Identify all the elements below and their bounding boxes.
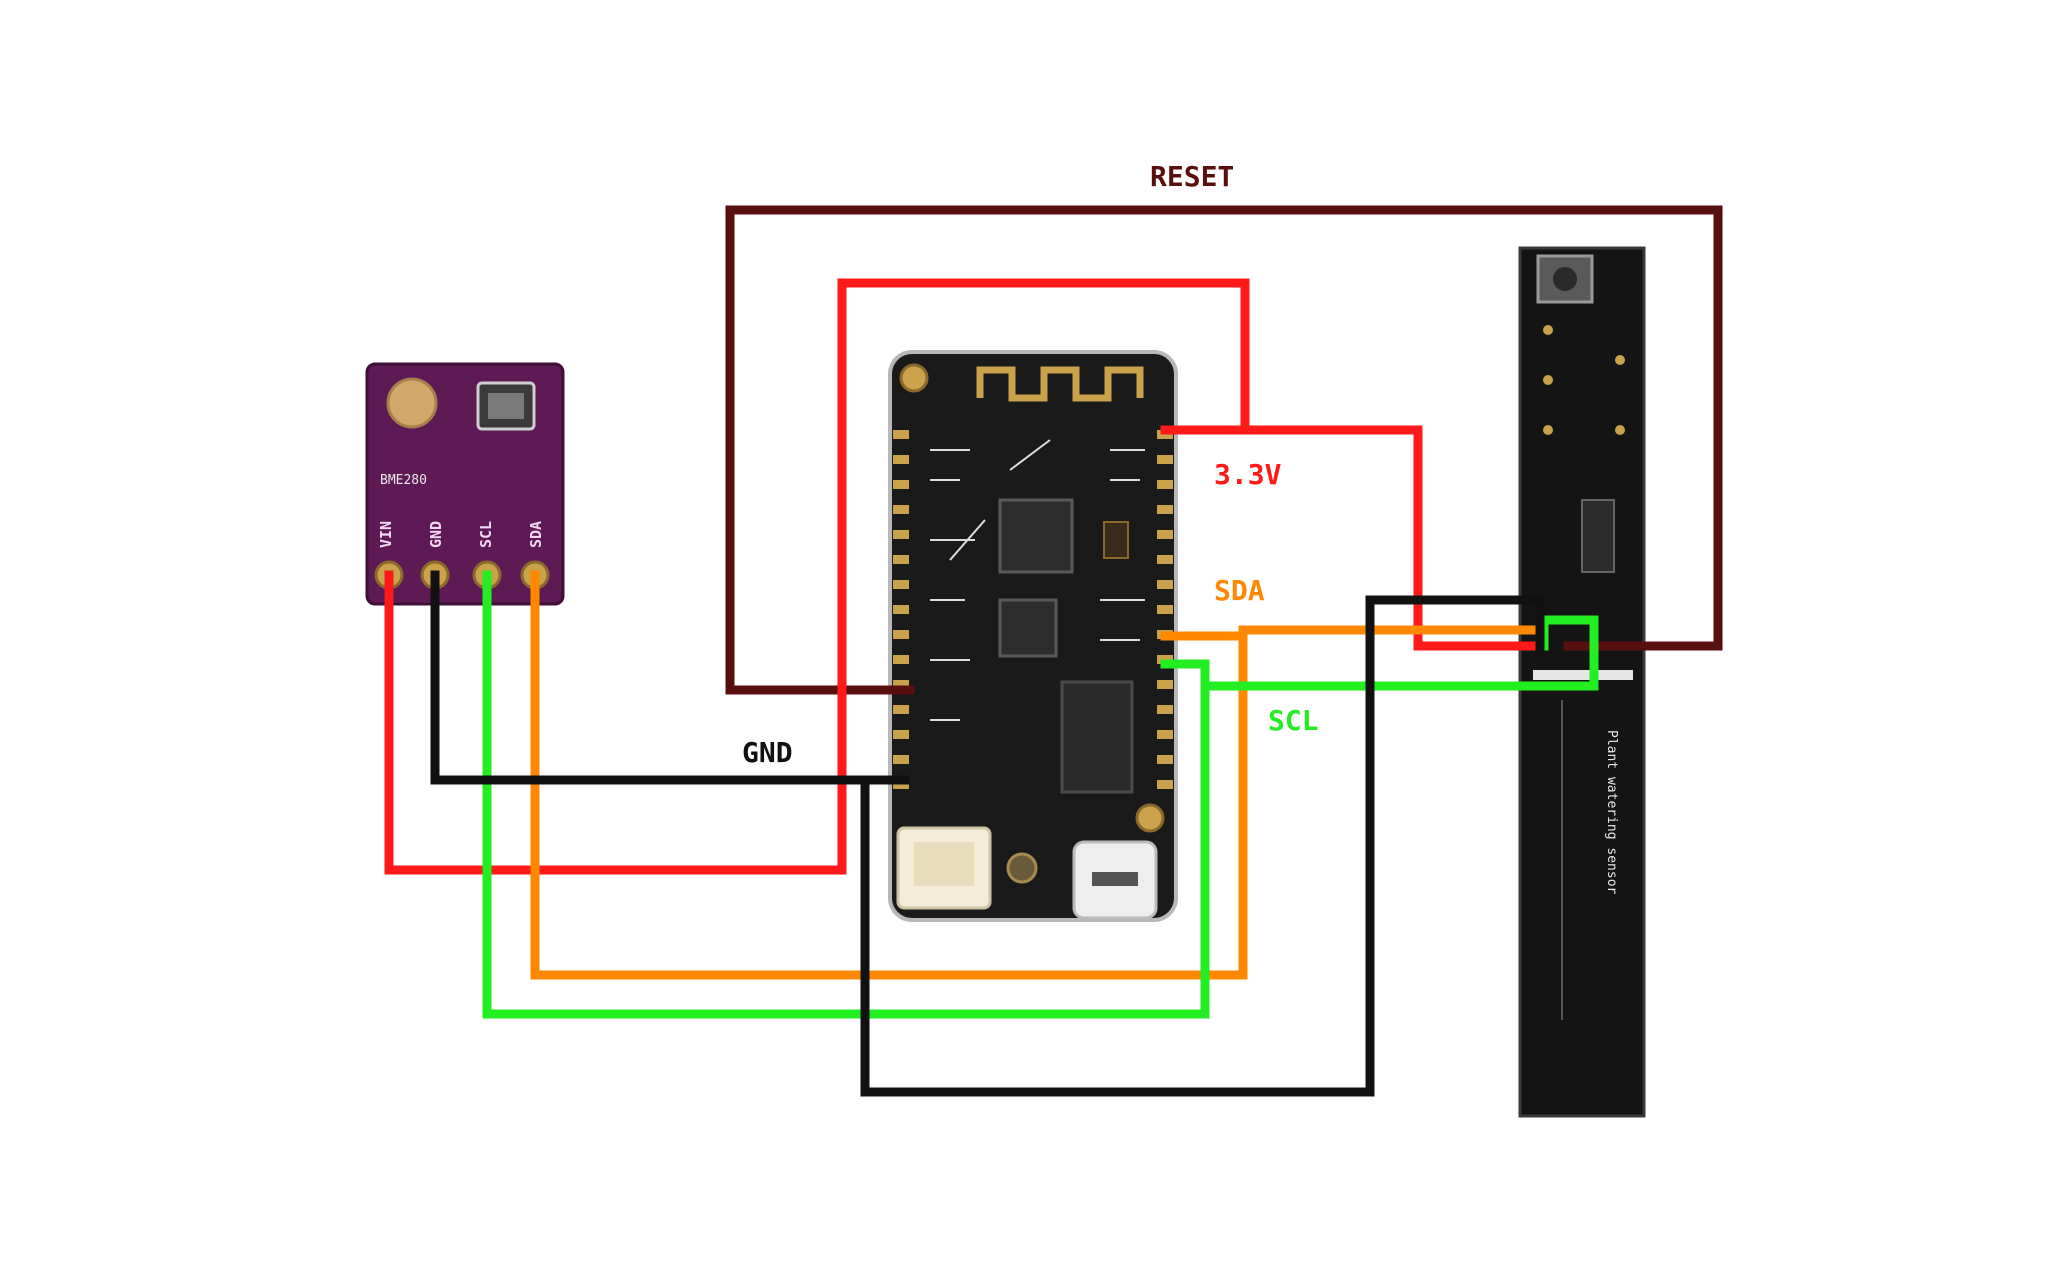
mcu-button [1006,852,1038,884]
sensor-pin-label-gnd: GND [427,521,445,548]
sda-wire [530,570,1545,980]
reset-label: RESET [1150,160,1234,193]
sensor-mounting-hole [386,377,438,429]
power-wire-probe [1160,425,1545,651]
sda-label: SDA [1214,574,1265,607]
power-wire-sensor [384,278,1250,875]
mcu-main-chip [998,498,1074,574]
mcu-left-header [893,430,909,789]
mcu-secondary-chip [998,598,1058,658]
probe-silkscreen: Plant watering sensor [1604,730,1619,895]
usb-serial-chip [1060,680,1134,794]
crystal [1103,521,1129,559]
antenna-trace [976,366,1144,402]
power-label: 3.3V [1214,458,1282,491]
gnd-label: GND [742,736,793,769]
sensor-silkscreen: BME280 [380,473,427,488]
sensor-pin-label-sda: SDA [527,521,545,548]
probe-chip [1581,499,1615,573]
reset-wire [725,205,1723,695]
esp32-board [888,350,1178,922]
scl-wire [482,570,1210,1019]
scl-label: SCL [1268,704,1319,737]
sensor-pin-label-vin: VIN [377,521,395,548]
gnd-wire-probe [860,595,1545,1097]
gnd-wire-sensor [430,570,910,785]
bme280-sensor-module: BME280 VIN GND SCL SDA [365,362,565,606]
sensor-pin-label-scl: SCL [477,521,495,548]
mcu-mounting-hole [899,363,929,393]
mcu-right-header [1157,430,1173,789]
